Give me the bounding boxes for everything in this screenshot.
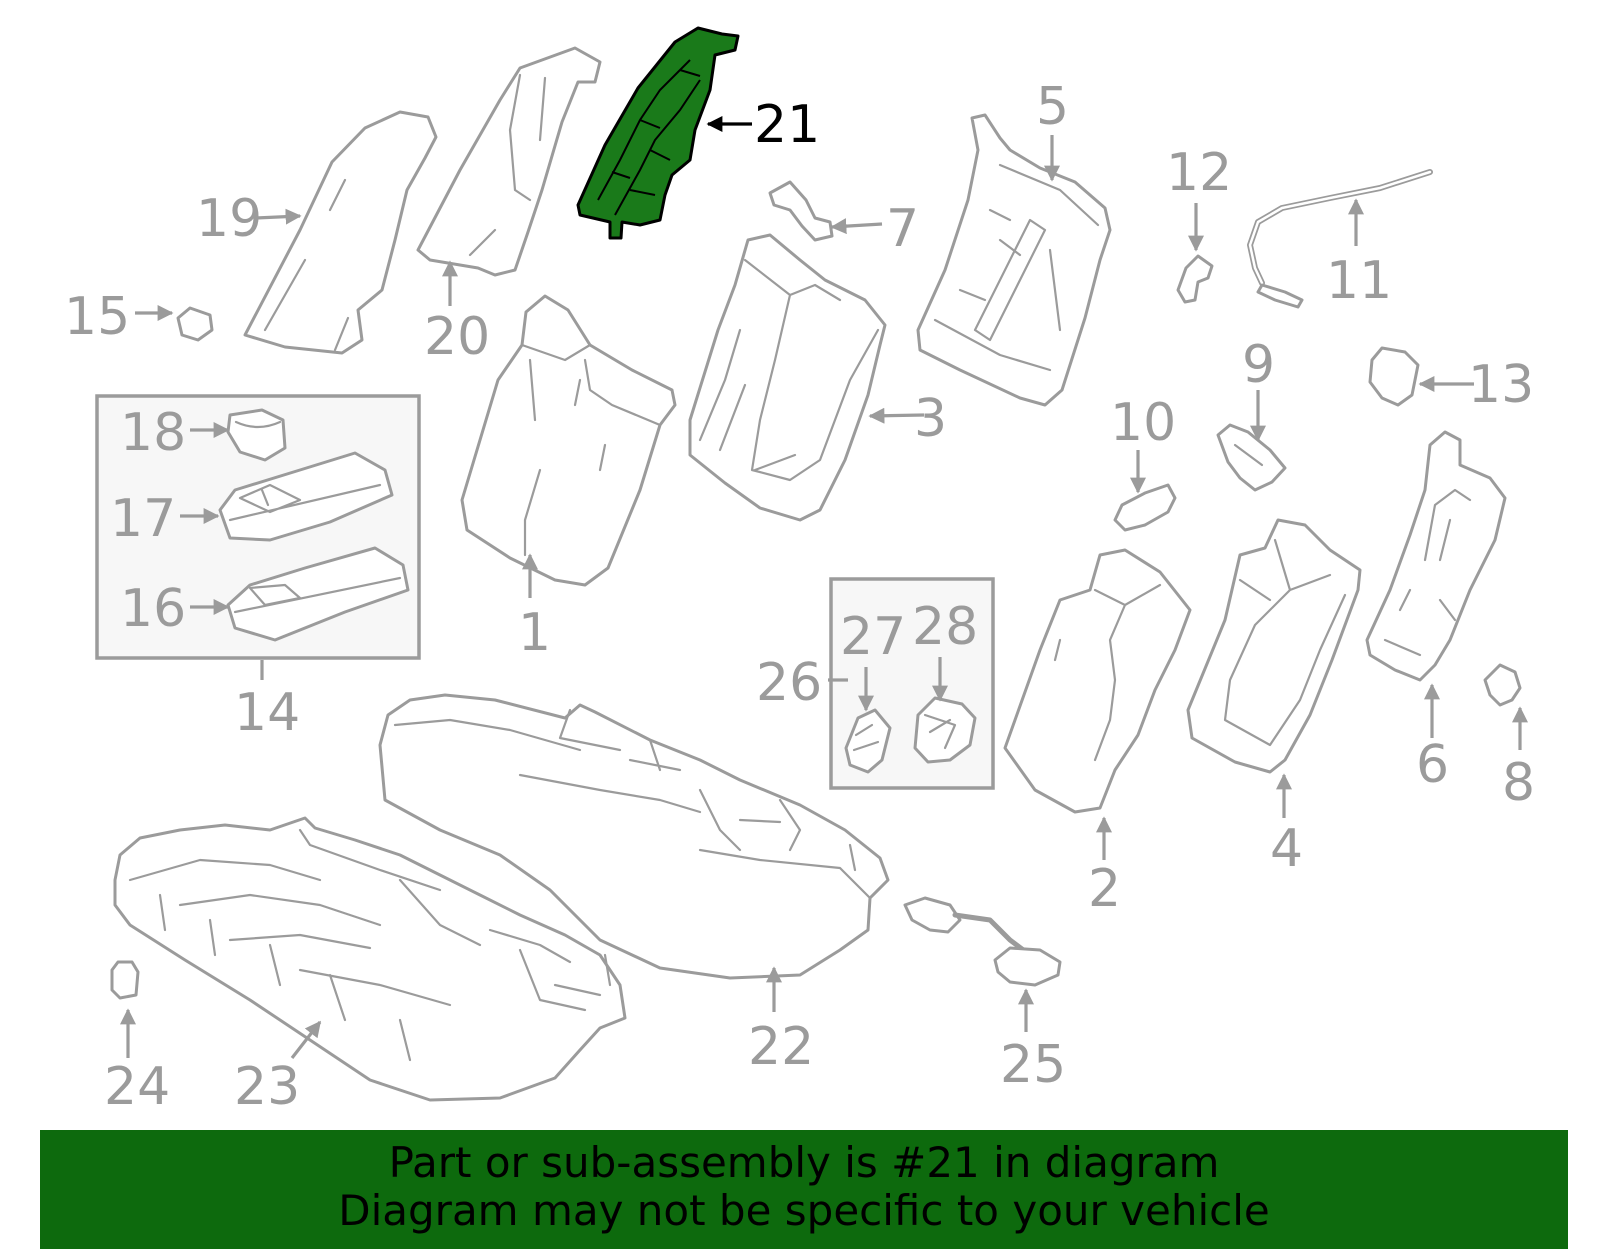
callout-3: 3 [914, 389, 947, 449]
callout-27: 27 [840, 607, 906, 667]
callout-1: 1 [518, 603, 551, 663]
leader-lines [120, 116, 1528, 1059]
info-banner: Part or sub-assembly is #21 in diagram D… [40, 1130, 1568, 1249]
callout-22: 22 [748, 1017, 814, 1077]
callout-6: 6 [1416, 735, 1449, 795]
part-20-upper-trim [416, 46, 602, 277]
callout-21: 21 [754, 95, 820, 155]
part-8-bracket [1483, 663, 1522, 707]
part-5-frame [916, 113, 1112, 407]
part-6-frame [1365, 430, 1507, 682]
part-15-clip [176, 306, 214, 342]
callout-17: 17 [110, 489, 176, 549]
callout-25: 25 [1000, 1035, 1066, 1095]
callout-5: 5 [1036, 77, 1069, 137]
part-2-seatback-right [1003, 548, 1192, 814]
armrest-group-box-14 [95, 394, 421, 660]
callout-labels: 1 2 3 4 5 6 7 8 9 10 11 12 13 14 15 16 1… [64, 77, 1535, 1117]
callout-15: 15 [64, 287, 130, 347]
part-21-highlighted [576, 26, 740, 240]
part-22-seat-cushion [378, 693, 890, 980]
callout-10: 10 [1110, 393, 1176, 453]
part-3-seatback-cushion [688, 233, 887, 522]
part-12-clip [1176, 254, 1214, 304]
part-18-cup-holder [226, 408, 287, 462]
banner-line-2: Diagram may not be specific to your vehi… [338, 1186, 1270, 1235]
part-7-bracket [768, 180, 834, 242]
part-4-seatback-cushion [1186, 518, 1362, 774]
part-19-side-panel [243, 110, 438, 355]
part-21-shape [576, 26, 740, 240]
callout-14: 14 [234, 683, 300, 743]
callout-9: 9 [1242, 335, 1275, 395]
callout-26: 26 [756, 653, 822, 713]
callout-23: 23 [234, 1057, 300, 1117]
callout-11: 11 [1326, 251, 1392, 311]
part-24-clip [110, 960, 140, 1000]
part-1-seatback-left [460, 294, 677, 587]
callout-7: 7 [886, 199, 919, 259]
part-10-cover [1113, 483, 1177, 532]
part-23-seat-cushion [113, 816, 627, 1102]
callout-28: 28 [912, 597, 978, 657]
part-17-armrest-lid [218, 451, 394, 542]
part-28-cover [913, 696, 977, 764]
part-13-clip [1368, 346, 1420, 407]
callout-13: 13 [1468, 355, 1534, 415]
callout-16: 16 [120, 579, 186, 639]
callout-12: 12 [1166, 143, 1232, 203]
callout-24: 24 [104, 1057, 170, 1117]
callout-8: 8 [1502, 753, 1535, 813]
banner-line-1: Part or sub-assembly is #21 in diagram [388, 1138, 1220, 1187]
callout-20: 20 [424, 307, 490, 367]
part-25-hinge [903, 896, 962, 934]
callout-18: 18 [120, 403, 186, 463]
hinge-cover-box-26 [829, 577, 995, 790]
part-27-cover [844, 708, 892, 774]
callout-2: 2 [1088, 859, 1121, 919]
callout-19: 19 [196, 189, 262, 249]
callout-4: 4 [1270, 819, 1303, 879]
